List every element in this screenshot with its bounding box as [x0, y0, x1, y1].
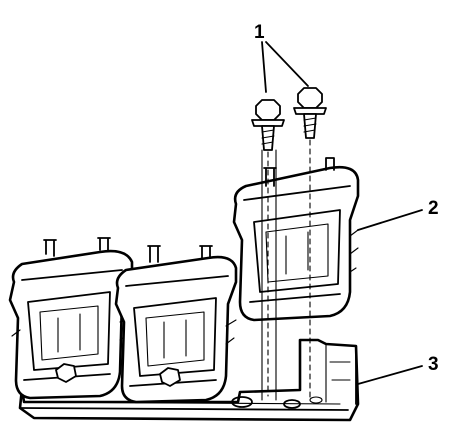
alignment-lines: [261, 139, 311, 401]
callout-1-label: 1: [254, 22, 265, 43]
ignition-coil-icon: [232, 157, 360, 322]
leader-lines: [261, 41, 423, 385]
callout-2-label: 2: [428, 198, 439, 219]
bolt-icon: [251, 87, 327, 151]
coil-bracket-icon: [18, 338, 360, 422]
callout-3-label: 3: [428, 354, 439, 375]
ignition-coil-middle: [114, 245, 238, 404]
ignition-coil-left: [8, 237, 134, 400]
